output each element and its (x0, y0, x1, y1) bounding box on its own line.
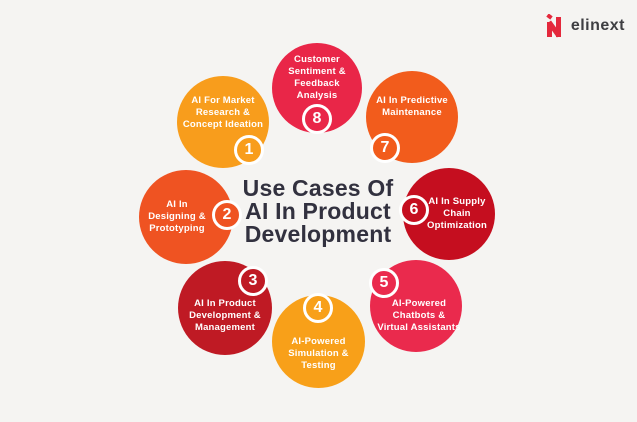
node-7-number: 7 (380, 139, 390, 156)
node-8-label: Customer Sentiment & Feedback Analysis (288, 54, 346, 101)
node-3-number: 3 (248, 272, 258, 289)
node-7-label: AI In Predictive Maintenance (376, 95, 448, 118)
node-4-number: 4 (313, 299, 323, 316)
elinext-logo-text: elinext (570, 17, 625, 34)
node-5-label: AI-Powered Chatbots & Virtual Assistants (377, 298, 461, 333)
node-6-number-badge: 6 (399, 195, 429, 225)
node-5-number: 5 (379, 274, 389, 291)
node-2-circle: AI In Designing & Prototyping 2 (139, 170, 242, 264)
node-1-circle: AI For Market Research & Concept Ideatio… (177, 76, 269, 168)
node-2-number-badge: 2 (212, 200, 242, 230)
node-8-circle: Customer Sentiment & Feedback Analysis 8 (272, 43, 362, 134)
node-6-label: AI In Supply Chain Optimization (427, 196, 487, 231)
node-3-circle: AI In Product Development & Management 3 (178, 261, 272, 355)
elinext-logo-icon (544, 14, 564, 38)
node-4-label: AI-Powered Simulation & Testing (288, 335, 349, 371)
node-7-circle: AI In Predictive Maintenance 7 (366, 71, 458, 163)
node-1-number-badge: 1 (234, 135, 264, 165)
diagram-title: Use Cases Of AI In Product Development (242, 175, 394, 247)
node-6-number: 6 (409, 201, 419, 218)
node-7-number-badge: 7 (370, 133, 400, 163)
node-5-number-badge: 5 (369, 268, 399, 298)
node-1-number: 1 (244, 141, 254, 158)
node-8-number: 8 (312, 110, 322, 127)
node-4-number-badge: 4 (303, 293, 333, 323)
node-3-number-badge: 3 (238, 266, 268, 296)
node-2-number: 2 (222, 206, 232, 223)
elinext-logo: elinext (544, 14, 625, 38)
node-2-label: AI In Designing & Prototyping (148, 199, 206, 234)
node-1-label: AI For Market Research & Concept Ideatio… (182, 95, 264, 130)
node-3-label: AI In Product Development & Management (189, 298, 261, 333)
node-4-circle: AI-Powered Simulation & Testing 4 (272, 293, 365, 388)
node-6-circle: AI In Supply Chain Optimization 6 (399, 168, 495, 260)
node-5-circle: AI-Powered Chatbots & Virtual Assistants… (369, 260, 462, 352)
node-8-number-badge: 8 (302, 104, 332, 134)
